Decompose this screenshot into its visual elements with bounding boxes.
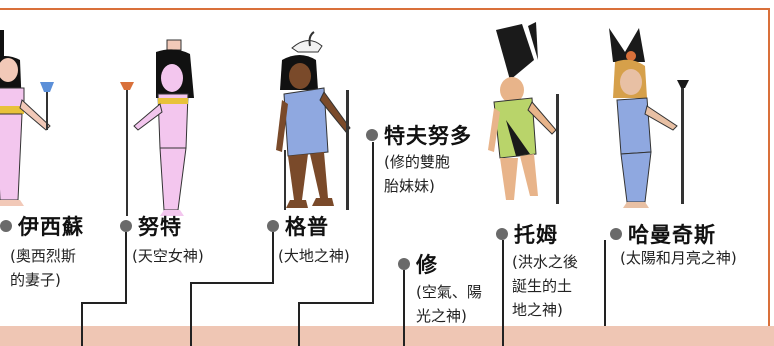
bullet-dot [120, 220, 132, 232]
god-name-nut: 努特 [138, 215, 182, 239]
desc-geb: (大地之神) [278, 247, 350, 265]
connector-line [190, 282, 192, 346]
label-atum: 托姆 [496, 219, 558, 249]
connector-line [81, 302, 127, 304]
god-name-hathor: 哈曼奇斯 [628, 223, 716, 247]
connector-line [604, 240, 606, 326]
desc-nut: (天空女神) [132, 247, 204, 265]
god-name-isis: 伊西蘇 [18, 215, 84, 239]
bottom-band [0, 326, 774, 346]
desc-hathor: (太陽和月亮之神) [620, 249, 737, 267]
bullet-dot [496, 228, 508, 240]
connector-line [272, 232, 274, 284]
label-nut: 努特 [120, 211, 182, 241]
connector-line [125, 232, 127, 304]
figure-nut [120, 39, 194, 216]
figure-geb [276, 31, 351, 210]
connector-line [190, 282, 274, 284]
bullet-dot [610, 228, 622, 240]
figure-isis [0, 30, 54, 206]
god-name-geb: 格普 [285, 215, 329, 239]
label-tefnut: 特夫努多 [366, 120, 472, 150]
connector-line [81, 302, 83, 346]
desc-isis: (奧西烈斯 的妻子) [10, 247, 76, 289]
bullet-dot [0, 220, 12, 232]
god-name-tefnut: 特夫努多 [384, 124, 472, 148]
label-geb: 格普 [267, 211, 329, 241]
label-shu: 修 [398, 249, 438, 279]
bullet-dot [398, 258, 410, 270]
connector-line [403, 270, 405, 346]
connector-line [372, 142, 374, 304]
bullet-dot [267, 220, 279, 232]
god-name-atum: 托姆 [514, 223, 558, 247]
god-name-shu: 修 [416, 253, 438, 277]
bullet-dot [366, 129, 378, 141]
desc-shu: (空氣、陽 光之神) [416, 283, 482, 325]
connector-line [298, 302, 300, 346]
connector-line [298, 302, 374, 304]
label-hathor: 哈曼奇斯 [610, 219, 716, 249]
frame-right-border [768, 8, 770, 346]
figure-atum [488, 22, 559, 204]
desc-tefnut: (修的雙胞 胎妹妹) [384, 153, 450, 195]
figure-hathor [609, 28, 689, 208]
frame-top-border [0, 8, 770, 10]
label-isis: 伊西蘇 [0, 211, 84, 241]
desc-atum: (洪水之後 誕生的土 地之神) [512, 253, 578, 319]
connector-line [502, 240, 504, 346]
